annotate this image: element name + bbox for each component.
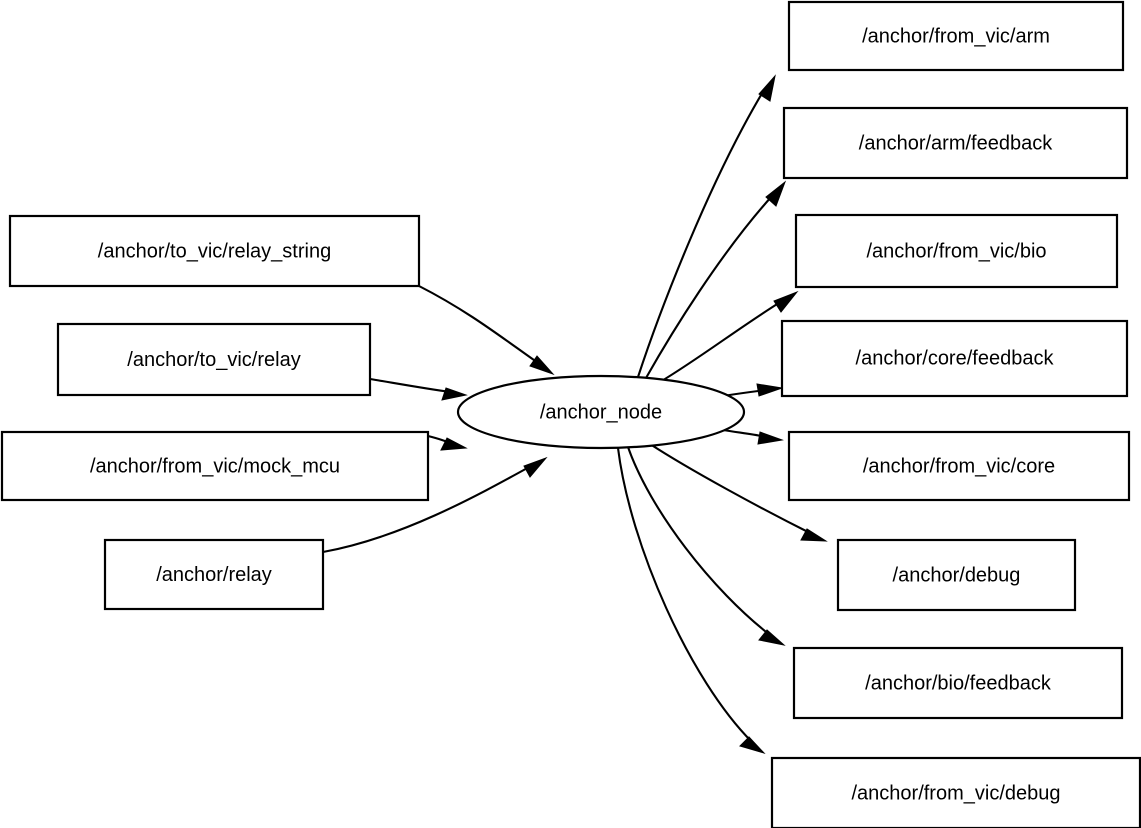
edge-to-vic-relay (369, 377, 468, 401)
subscriber-topic-nodes: /anchor/from_vic/arm /anchor/arm/feedbac… (770, 0, 1141, 828)
edge-path (616, 447, 753, 743)
edge-bio-feedback (627, 446, 786, 646)
edge-from-vic-arm (637, 74, 776, 378)
node-debug[interactable]: /anchor/debug (836, 538, 1077, 612)
node-from-vic-core[interactable]: /anchor/from_vic/core (787, 430, 1131, 502)
edge-core-feedback (722, 383, 783, 398)
node-from-vic-arm[interactable]: /anchor/from_vic/arm (787, 0, 1125, 72)
arrowhead-icon (758, 629, 786, 646)
edge-from-vic-core (722, 428, 784, 445)
node-box-shape[interactable] (794, 213, 1119, 289)
arrowhead-icon (739, 736, 766, 754)
edge-layer (322, 74, 828, 754)
arrowhead-icon (441, 387, 468, 401)
edge-path (627, 446, 771, 636)
edge-anchor-relay (322, 456, 548, 554)
node-bio-feedback[interactable]: /anchor/bio/feedback (792, 646, 1124, 720)
arrowhead-icon (758, 74, 776, 102)
edge-from-vic-mock-mcu (427, 434, 468, 451)
edge-from-vic-debug (616, 447, 766, 754)
arrowhead-icon (757, 431, 784, 445)
node-to-vic-relay-string[interactable]: /anchor/to_vic/relay_string (8, 214, 421, 288)
node-anchor-node[interactable]: /anchor_node (456, 374, 746, 450)
node-from-vic-debug[interactable]: /anchor/from_vic/debug (770, 756, 1141, 828)
node-ellipse-shape[interactable] (456, 374, 746, 450)
arrowhead-icon (800, 528, 828, 542)
edge-path (649, 443, 811, 534)
edge-to-vic-relay-string (418, 285, 555, 376)
node-from-vic-bio[interactable]: /anchor/from_vic/bio (794, 213, 1119, 289)
node-to-vic-relay[interactable]: /anchor/to_vic/relay (56, 322, 372, 397)
arrowhead-icon (765, 180, 787, 207)
edge-path (659, 300, 783, 383)
node-box-shape[interactable] (0, 430, 430, 502)
node-arm-feedback[interactable]: /anchor/arm/feedback (782, 106, 1129, 180)
node-box-shape[interactable] (792, 646, 1124, 720)
node-box-shape[interactable] (787, 0, 1125, 72)
node-box-shape[interactable] (780, 319, 1129, 398)
publisher-topic-nodes: /anchor/to_vic/relay_string /anchor/to_v… (0, 214, 430, 611)
node-from-vic-mock-mcu[interactable]: /anchor/from_vic/mock_mcu (0, 430, 430, 502)
edge-debug (649, 443, 828, 542)
edge-path (418, 285, 542, 366)
arrowhead-icon (756, 383, 783, 397)
arrowhead-icon (523, 456, 548, 478)
edge-from-vic-bio (659, 290, 799, 383)
node-box-shape[interactable] (787, 430, 1131, 502)
node-relay[interactable]: /anchor/relay (103, 538, 325, 611)
node-box-shape[interactable] (782, 106, 1129, 180)
node-core-feedback[interactable]: /anchor/core/feedback (780, 319, 1129, 398)
node-box-shape[interactable] (836, 538, 1077, 612)
edge-path (637, 89, 765, 378)
node-box-shape[interactable] (103, 538, 325, 611)
arrowhead-icon (440, 437, 468, 451)
edge-path (645, 195, 773, 379)
arrowhead-icon (529, 355, 555, 376)
edge-path (369, 377, 451, 394)
node-box-shape[interactable] (770, 756, 1141, 828)
node-box-shape[interactable] (8, 214, 421, 288)
edge-path (322, 465, 532, 554)
node-box-shape[interactable] (56, 322, 372, 397)
edge-arm-feedback (645, 180, 787, 379)
arrowhead-icon (773, 290, 799, 313)
